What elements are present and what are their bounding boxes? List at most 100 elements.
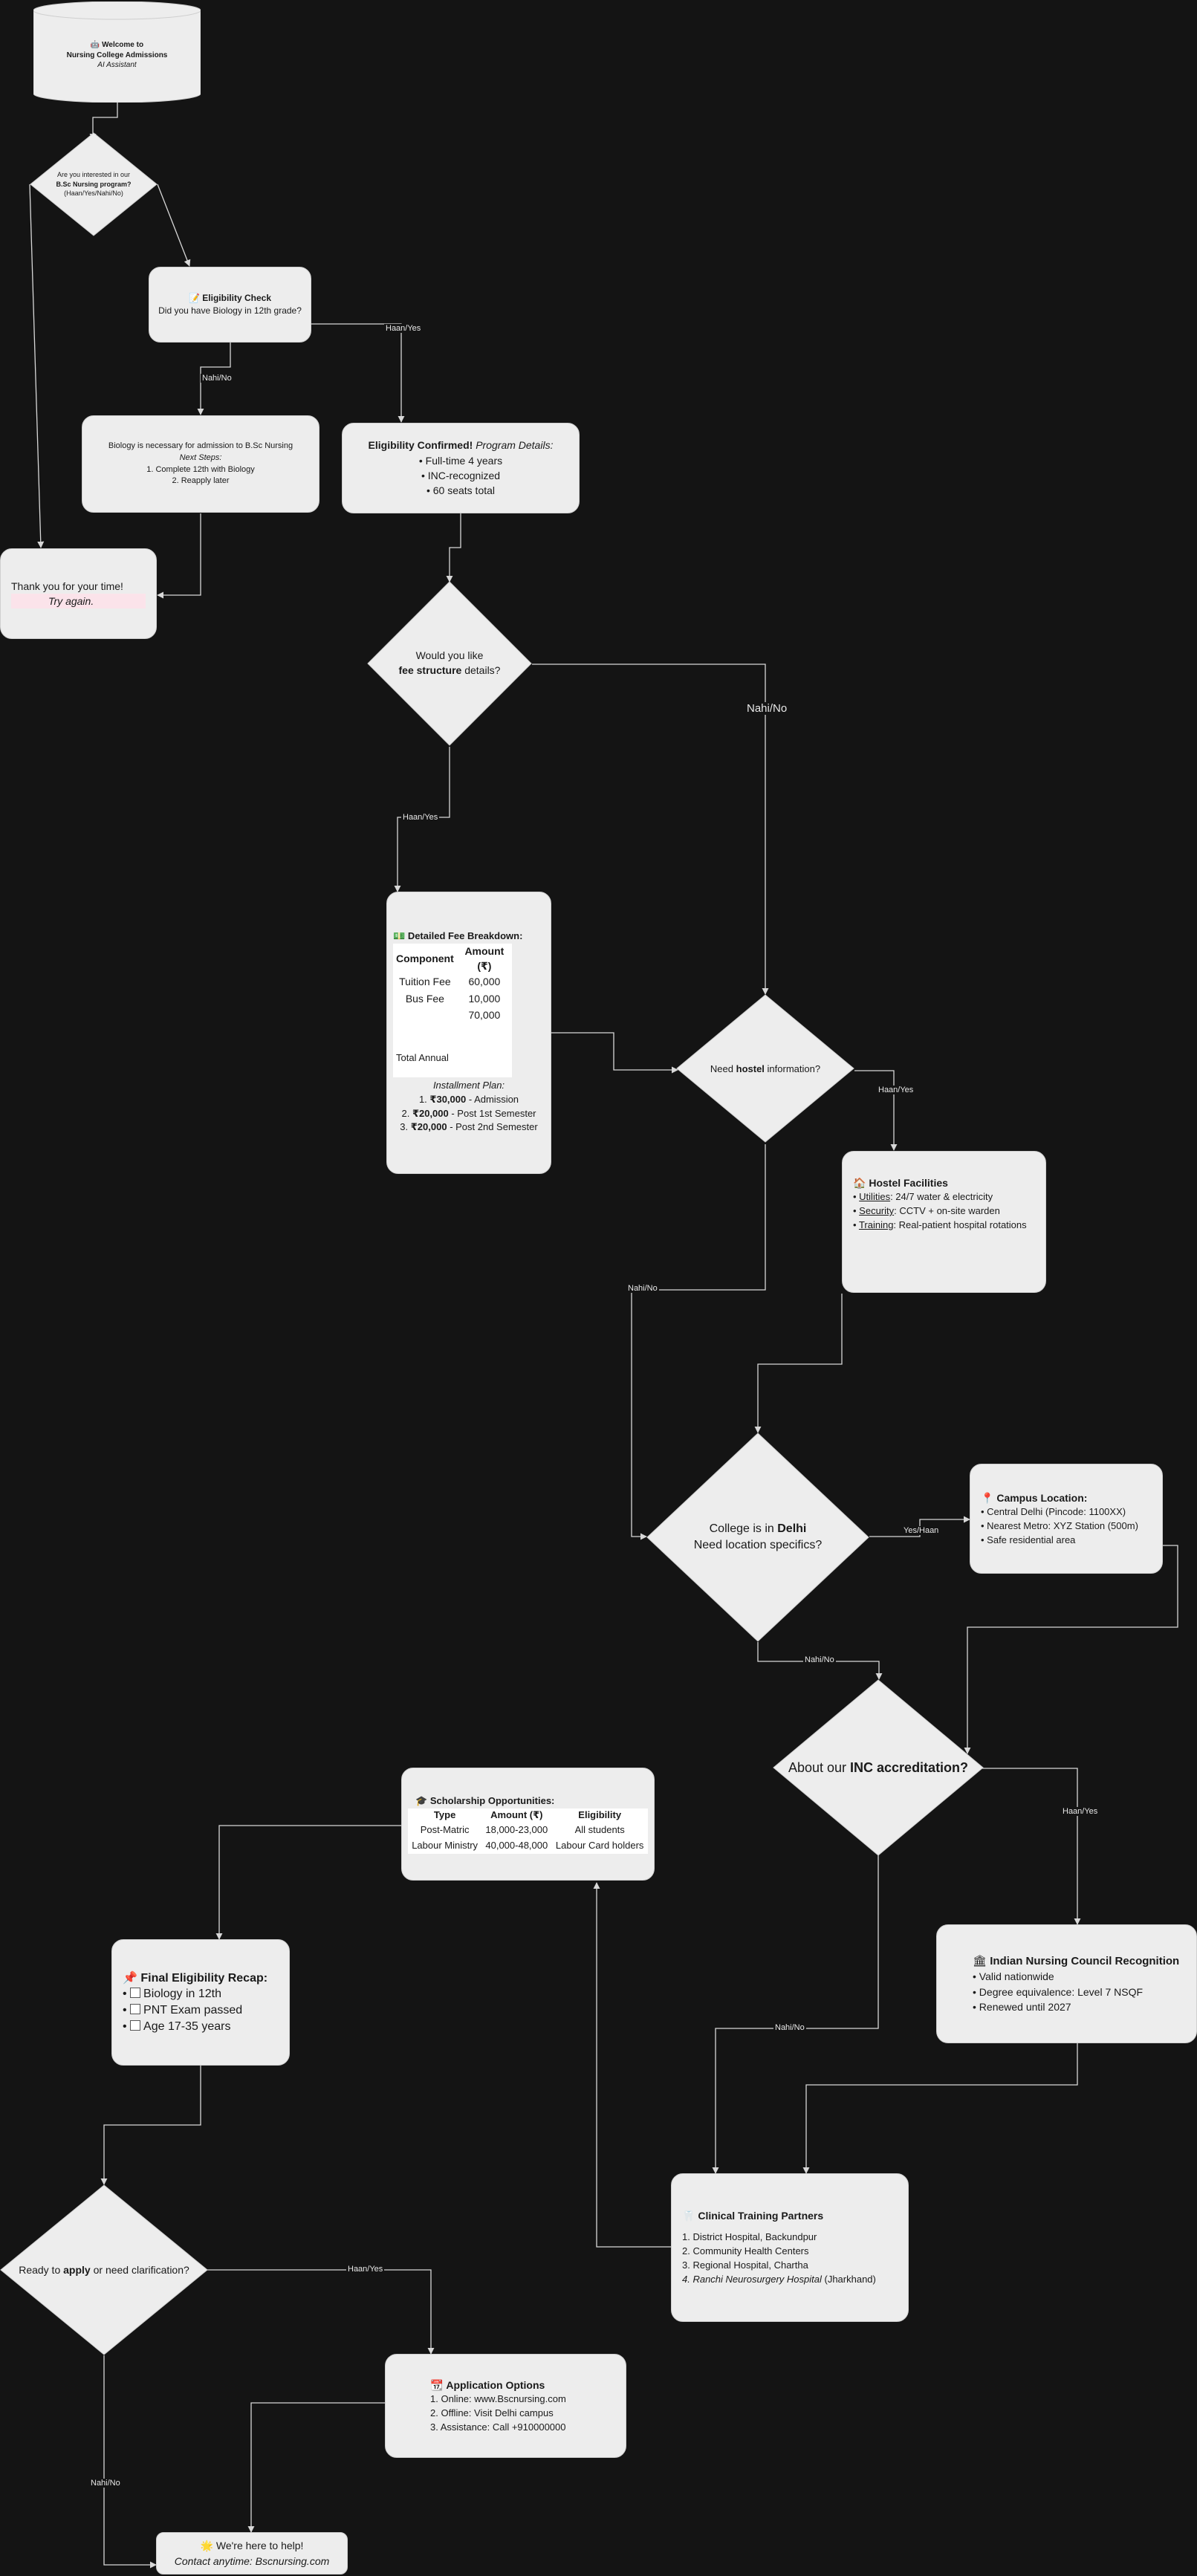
edge-apply-help xyxy=(247,2402,385,2533)
campus-item-3: • Safe residential area xyxy=(981,1534,1076,1545)
scholarship-r1-elig: All students xyxy=(574,1824,625,1835)
edge-label-feeq-yes: Haan/Yes xyxy=(401,813,440,822)
recap-item-2: PNT Exam passed xyxy=(143,2004,243,2017)
start-node[interactable]: 🤖 Welcome to Nursing College Admissions … xyxy=(33,1,201,103)
hostel-facilities-node[interactable]: 🏠 Hostel Facilities • Utilities: 24/7 wa… xyxy=(842,1151,1046,1293)
fee-row1-c1: Tuition Fee xyxy=(399,976,451,988)
not-eligible-node[interactable]: Biology is necessary for admission to B.… xyxy=(82,415,319,513)
edge-campus-incq xyxy=(964,1545,1178,1754)
edge-eligible-feeq xyxy=(446,513,461,583)
edge-start-interest xyxy=(89,102,118,140)
diamond-shape xyxy=(676,994,854,1143)
fee-row3-c2: 70,000 xyxy=(468,1009,501,1022)
edge-label-loc-yes: Yes/Haan xyxy=(902,1526,941,1535)
fee-plan-1-amount: ₹30,000 xyxy=(429,1093,467,1105)
clinical-item-4-rest: (Jharkhand) xyxy=(821,2273,876,2285)
scholarship-col-eligibility: Eligibility xyxy=(578,1809,622,1821)
thanks-node[interactable]: Thank you for your time! Try again. xyxy=(0,548,157,639)
edge-interest-thanks xyxy=(29,184,45,548)
fee-plan-1-num: 1. xyxy=(418,1093,430,1105)
edge-recap-applyq xyxy=(100,2066,201,2185)
inc-question[interactable]: About our INC accreditation? xyxy=(773,1679,984,1856)
fee-question-rest: details? xyxy=(461,664,501,676)
edge-applyq-apply xyxy=(207,2269,435,2355)
diamond-shape xyxy=(30,132,158,236)
application-options-node[interactable]: 📆 Application Options 1. Online: www.Bsc… xyxy=(385,2354,626,2458)
edge-label-hostel-yes: Haan/Yes xyxy=(877,1086,915,1094)
fee-question[interactable]: Would you like fee structure details? xyxy=(367,581,532,746)
eligibility-check-text: Did you have Biology in 12th grade? xyxy=(158,305,302,316)
checkbox-pnt[interactable] xyxy=(130,2004,141,2014)
eligible-subtitle: Program Details: xyxy=(476,439,554,452)
hostel-item-3-val: : Real-patient hospital rotations xyxy=(893,1219,1027,1230)
edge-label-elig-yes: Haan/Yes xyxy=(384,324,423,333)
eligible-node[interactable]: Eligibility Confirmed! Program Details: … xyxy=(342,423,580,513)
inc-title: Indian Nursing Council Recognition xyxy=(990,1954,1180,1967)
help-node[interactable]: 🌟 We're here to help! Contact anytime: B… xyxy=(156,2532,348,2575)
apply-item-1: 1. Online: www.Bscnursing.com xyxy=(430,2392,566,2404)
edge-clinical-scholarship xyxy=(593,1882,671,2248)
edge-label-apply-no: Nahi/No xyxy=(89,2479,122,2488)
apply-q-bold: apply xyxy=(63,2264,91,2276)
fee-title: Detailed Fee Breakdown: xyxy=(407,930,523,941)
calendar-icon: 📆 xyxy=(430,2378,444,2391)
start-line1: Welcome to xyxy=(102,41,144,49)
fee-col1: Component xyxy=(396,952,454,964)
pin-icon: 📍 xyxy=(981,1491,994,1504)
not-eligible-line4: 2. Reapply later xyxy=(172,476,230,486)
diamond-shape xyxy=(367,581,532,746)
location-q-pre: College is in xyxy=(709,1522,778,1535)
hostel-item-3-key: Training xyxy=(858,1219,894,1230)
scholarship-r2-type: Labour Ministry xyxy=(412,1839,479,1851)
checkbox-age[interactable] xyxy=(130,2019,141,2031)
apply-question[interactable]: Ready to apply or need clarification? xyxy=(0,2184,208,2355)
eligible-title: Eligibility Confirmed! xyxy=(368,439,473,452)
eligibility-check-node[interactable]: 📝 Eligibility Check Did you have Biology… xyxy=(149,267,311,343)
checkbox-biology[interactable] xyxy=(130,1988,141,1999)
final-recap-node[interactable]: 📌 Final Eligibility Recap: • Biology in … xyxy=(111,1939,290,2066)
hostel-item-1-key: Utilities xyxy=(859,1191,891,1203)
edge-hostelq-hostel xyxy=(854,1070,898,1151)
hostel-q-post: information? xyxy=(764,1062,821,1074)
fee-plan-2-amount: ₹20,000 xyxy=(412,1107,449,1119)
apply-item-2: 2. Offline: Visit Delhi campus xyxy=(430,2407,554,2418)
help-line1: We're here to help! xyxy=(215,2540,304,2552)
clinical-title: Clinical Training Partners xyxy=(698,2210,824,2222)
campus-location-node[interactable]: 📍 Campus Location: • Central Delhi (Pinc… xyxy=(970,1464,1163,1574)
fee-plan-3-amount: ₹20,000 xyxy=(410,1121,447,1133)
clinical-item-3: 3. Regional Hospital, Chartha xyxy=(682,2259,808,2271)
location-question[interactable]: College is in Delhi Need location specif… xyxy=(646,1433,869,1642)
interest-line1: Are you interested in our xyxy=(56,171,131,179)
edge-label-feeq-no: Nahi/No xyxy=(745,702,789,715)
start-line3: AI Assistant xyxy=(97,61,137,69)
edge-label-elig-no: Nahi/No xyxy=(201,374,233,383)
clipboard-icon: 📝 xyxy=(189,292,200,303)
not-eligible-line3: 1. Complete 12th with Biology xyxy=(146,464,255,474)
scholarship-r2-amount: 40,000-48,000 xyxy=(485,1839,548,1851)
fee-plan-2-label: - Post 1st Semester xyxy=(448,1107,536,1119)
interest-question[interactable]: Are you interested in our B.Sc Nursing p… xyxy=(30,132,158,236)
apply-title: Application Options xyxy=(446,2378,545,2391)
fee-total-label: Total Annual xyxy=(396,1052,449,1064)
hostel-item-1-val: : 24/7 water & electricity xyxy=(890,1191,993,1203)
help-line2: Contact anytime: Bscnursing.com xyxy=(174,2554,330,2567)
edge-applyq-help xyxy=(103,2355,157,2569)
scholarship-col-amount: Amount (₹) xyxy=(490,1809,543,1821)
recap-item-3: Age 17-35 years xyxy=(143,2019,231,2033)
robot-icon: 🤖 xyxy=(90,41,100,49)
interest-line3: (Haan/Yes/Nahi/No) xyxy=(64,189,123,198)
eligibility-check-title: Eligibility Check xyxy=(202,292,271,303)
hostel-item-2-val: : CCTV + on-site warden xyxy=(894,1205,1000,1217)
inc-recognition-node[interactable]: 🏛 Indian Nursing Council Recognition • V… xyxy=(936,1924,1197,2043)
edge-label-apply-yes: Haan/Yes xyxy=(346,2265,385,2274)
hostel-question[interactable]: Need hostel information? xyxy=(676,994,854,1143)
edge-fee-hostelq xyxy=(551,1032,678,1074)
fee-plan-3-label: - Post 2nd Semester xyxy=(447,1121,538,1133)
hostel-q-pre: Need xyxy=(710,1062,736,1074)
clinical-training-node[interactable]: 🦷 Clinical Training Partners 1. District… xyxy=(671,2173,909,2322)
fee-plan-2-num: 2. xyxy=(401,1107,412,1119)
inc-item-2: • Degree equivalence: Level 7 NSQF xyxy=(973,1985,1144,1998)
